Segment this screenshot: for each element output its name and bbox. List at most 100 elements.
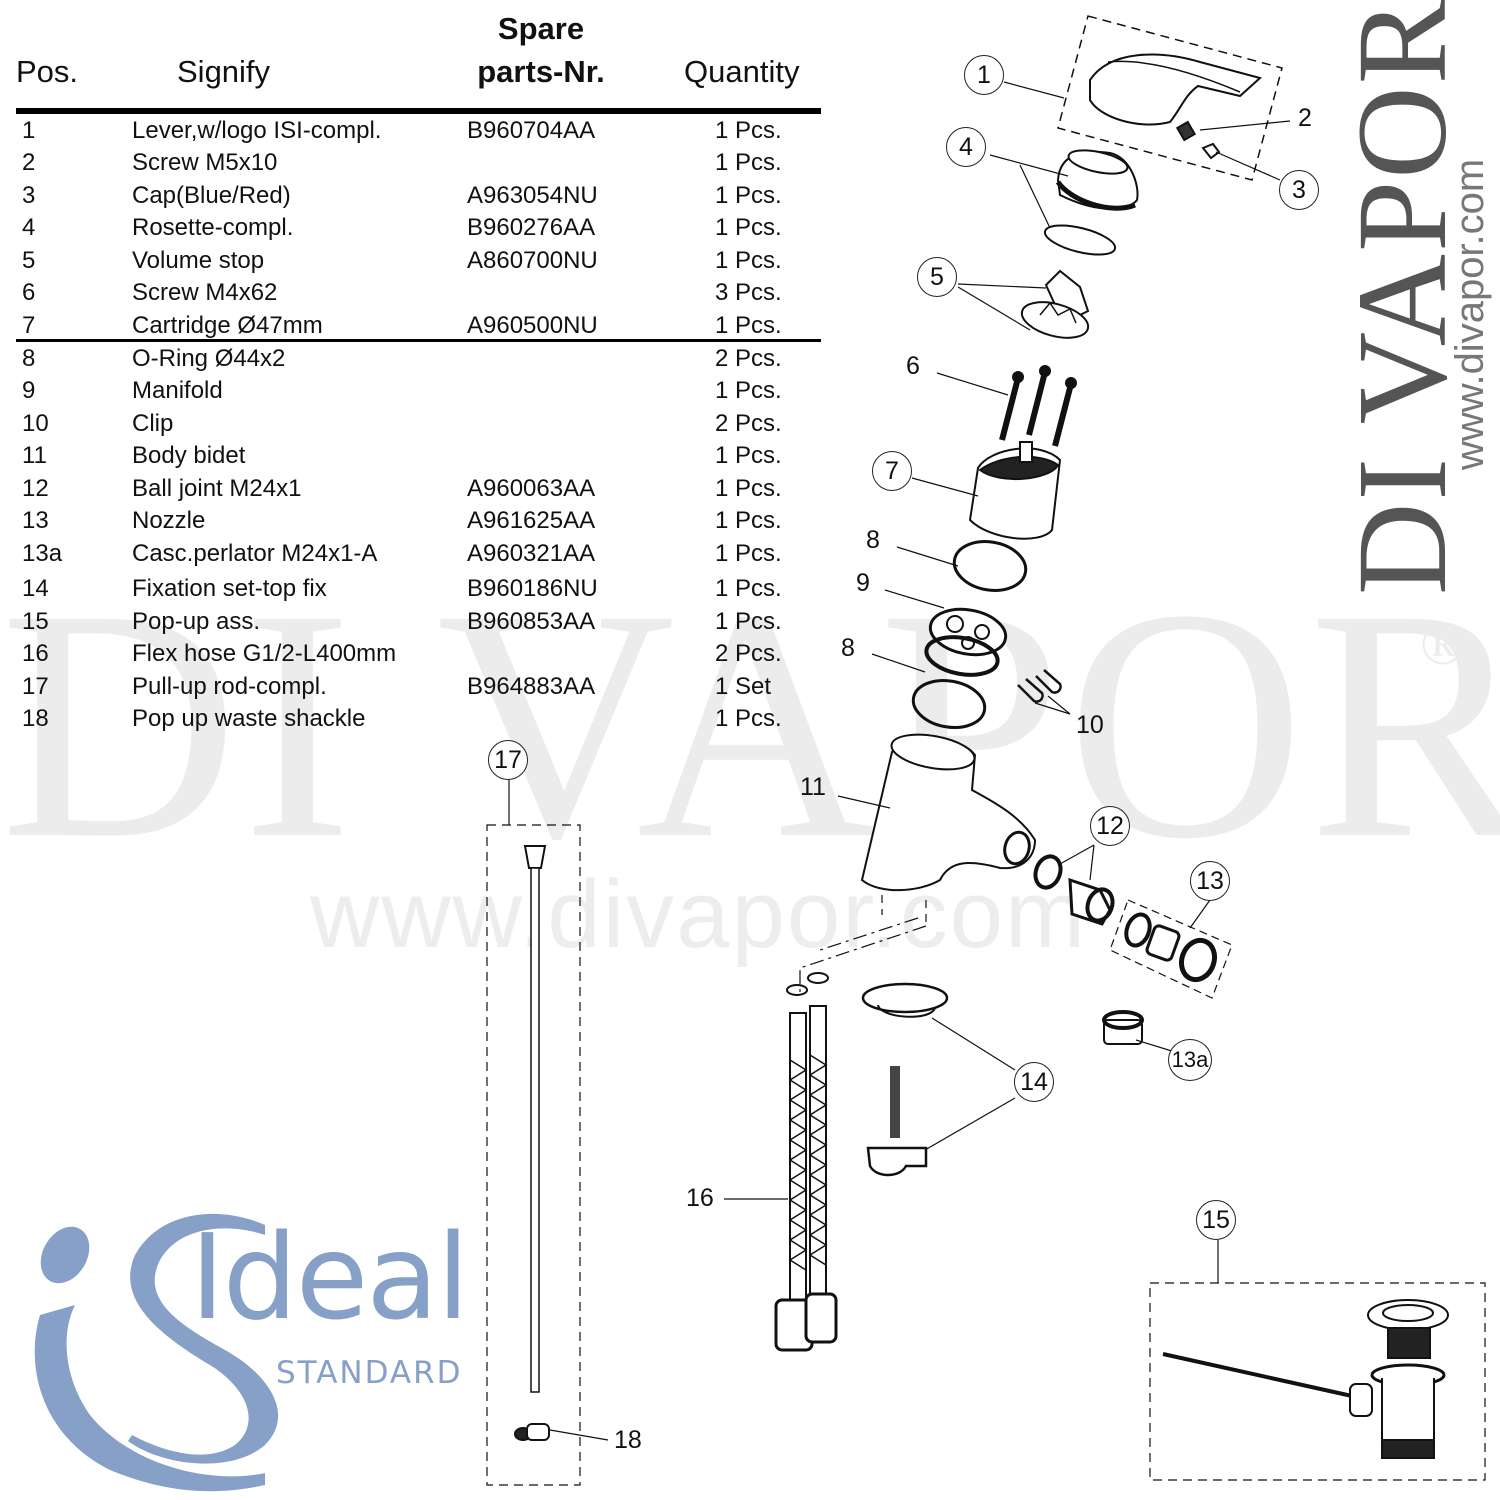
screw-icon — [1175, 120, 1197, 142]
cell-qty: 1 Pcs. — [715, 575, 782, 602]
pull-up-rod-icon — [486, 778, 581, 1486]
cell-part: B964883AA — [467, 673, 596, 700]
logo-subtitle: STANDARD — [276, 1355, 463, 1391]
cell-part: A960321AA — [467, 540, 596, 567]
cell-qty: 1 Pcs. — [715, 117, 782, 144]
callout-5: 5 — [917, 257, 957, 297]
o-ring-icon — [911, 679, 987, 729]
fixation-set-icon — [861, 982, 949, 1177]
cell-name: Pull-up rod-compl. — [132, 673, 327, 700]
callout-14: 14 — [1014, 1062, 1054, 1102]
volume-stop-icon — [1020, 269, 1090, 339]
callout-17: 17 — [488, 740, 528, 780]
watermark-registered-mark: ® — [1420, 611, 1466, 677]
cell-name: O-Ring Ø44x2 — [132, 345, 286, 372]
label-16: 16 — [686, 1184, 714, 1212]
cell-name: Nozzle — [132, 507, 206, 534]
logo-wordmark: Ideal — [190, 1208, 469, 1346]
cell-pos: 9 — [22, 377, 36, 404]
table-row: 3 Cap(Blue/Red) A963054NU 1 Pcs. — [0, 180, 830, 212]
label-8-upper: 8 — [866, 526, 880, 554]
cell-name: Cap(Blue/Red) — [132, 182, 291, 209]
callout-13a: 13a — [1168, 1039, 1212, 1081]
cell-name: Ball joint M24x1 — [132, 475, 302, 502]
ball-joint-icon — [1033, 854, 1115, 926]
cell-name: Fixation set-top fix — [132, 575, 327, 602]
cell-name: Casc.perlator M24x1-A — [132, 540, 378, 567]
cell-pos: 5 — [22, 247, 36, 274]
nozzle-icon — [1109, 899, 1233, 999]
cell-pos: 12 — [22, 475, 49, 502]
watermark-url: www.divapor.com — [310, 861, 1087, 968]
callout-3: 3 — [1279, 170, 1319, 210]
cell-pos: 18 — [22, 705, 49, 732]
cell-pos: 14 — [22, 575, 49, 602]
cell-name: Pop-up ass. — [132, 608, 261, 635]
cell-name: Lever,w/logo ISI-compl. — [132, 117, 382, 144]
cell-pos: 7 — [22, 312, 36, 339]
cell-qty: 1 Pcs. — [715, 182, 782, 209]
cell-name: Body bidet — [132, 442, 246, 469]
header-divider — [16, 108, 821, 114]
cell-part: B960276AA — [467, 214, 596, 241]
callout-1: 1 — [964, 55, 1004, 95]
label-6: 6 — [906, 352, 920, 380]
cell-qty: 1 Pcs. — [715, 377, 782, 404]
cell-name: Rosette-compl. — [132, 214, 294, 241]
cell-pos: 13 — [22, 507, 49, 534]
cell-name: Clip — [132, 410, 174, 437]
rosette-icon — [1043, 149, 1139, 256]
header-pos: Pos. — [16, 54, 79, 89]
cell-qty: 2 Pcs. — [715, 410, 782, 437]
cell-qty: 1 Pcs. — [715, 540, 782, 567]
cell-qty: 1 Pcs. — [715, 247, 782, 274]
flex-hose-icon — [774, 972, 838, 1352]
cell-name: Pop up waste shackle — [132, 705, 366, 732]
waste-shackle-icon — [514, 1423, 550, 1441]
lever-icon — [1057, 15, 1283, 181]
label-9: 9 — [856, 569, 870, 597]
cell-qty: 2 Pcs. — [715, 345, 782, 372]
cell-qty: 1 Pcs. — [715, 608, 782, 635]
cell-pos: 16 — [22, 640, 49, 667]
callout-13: 13 — [1190, 861, 1230, 901]
section-divider — [16, 339, 821, 342]
watermark-brand: DI VAPOR — [0, 542, 1500, 907]
cell-part: A963054NU — [467, 182, 598, 209]
header-spare-line1: Spare — [497, 11, 585, 46]
callout-12: 12 — [1090, 806, 1130, 846]
table-row: 13a Casc.perlator M24x1-A A960321AA 1 Pcs. — [0, 538, 830, 570]
screws-icon — [999, 365, 1077, 447]
label-18: 18 — [614, 1426, 642, 1454]
cell-pos: 6 — [22, 279, 36, 306]
cell-name: Cartridge Ø47mm — [132, 312, 323, 339]
cell-part: B960853AA — [467, 608, 596, 635]
cell-pos: 2 — [22, 149, 36, 176]
cell-qty: 3 Pcs. — [715, 279, 782, 306]
manifold-icon — [924, 607, 1008, 677]
cell-pos: 17 — [22, 673, 49, 700]
cell-pos: 1 — [22, 117, 36, 144]
cartridge-icon — [968, 441, 1062, 540]
callout-7: 7 — [872, 451, 912, 491]
cell-qty: 1 Pcs. — [715, 214, 782, 241]
cell-qty: 2 Pcs. — [715, 640, 782, 667]
cell-pos: 10 — [22, 410, 49, 437]
label-2: 2 — [1298, 104, 1312, 132]
cell-qty: 1 Pcs. — [715, 442, 782, 469]
cell-part: A960500NU — [467, 312, 598, 339]
cell-pos: 13a — [22, 540, 63, 567]
cell-pos: 3 — [22, 182, 36, 209]
